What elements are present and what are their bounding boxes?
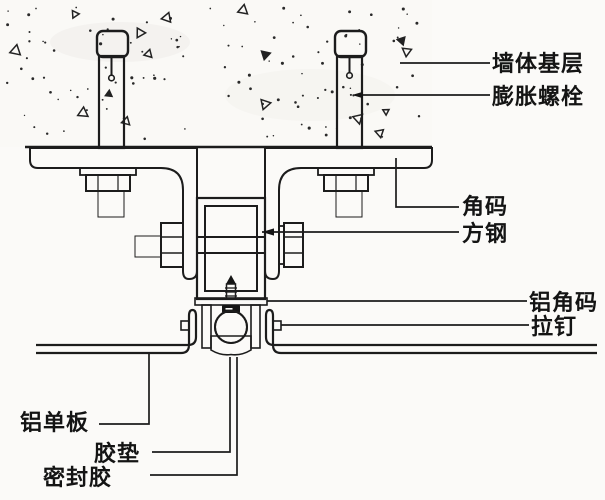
concrete-wall (0, 0, 432, 149)
aluminum-angle-assembly (194, 297, 268, 349)
leader-aluminum-panel (99, 354, 150, 425)
bolt-nut (85, 174, 131, 192)
aluminum-panel-left (36, 308, 198, 355)
screw-head-slot (225, 308, 233, 310)
screw-tip (226, 275, 236, 284)
bolt-washer (79, 167, 137, 176)
bolt-pin-eye (345, 71, 354, 80)
angle-bracket-right (264, 147, 433, 281)
bolt-washer (317, 167, 375, 176)
rivet-left (180, 320, 190, 331)
wall-shade (225, 69, 395, 121)
backer-rod-hatch (214, 310, 248, 344)
label-aluminum-panel: 铝单板 (20, 410, 89, 436)
label-rivet: 拉钉 (531, 314, 577, 340)
bolt-head-right (283, 222, 304, 268)
bolt-threaded-end (335, 190, 363, 218)
wall-shade (50, 22, 190, 62)
label-angle-bracket: 角码 (462, 194, 508, 220)
tube-inner (204, 205, 258, 292)
self-tapping-screw (225, 275, 237, 300)
alu-angle-flange-right (250, 304, 261, 349)
leader-rubber-pad (152, 357, 231, 453)
arrow-expansion-bolt (352, 91, 363, 99)
bolt-head (95, 29, 130, 59)
concrete-stipple-texture (6, 3, 421, 141)
label-square-steel: 方钢 (462, 221, 508, 247)
angle-bracket-left (29, 147, 198, 281)
aluminum-panel-right (264, 308, 597, 355)
leader-angle-bracket (395, 158, 459, 208)
label-sealant: 密封胶 (43, 465, 112, 491)
leader-sealant (150, 357, 238, 476)
label-expansion-bolt: 膨胀螺栓 (491, 85, 584, 110)
bolt-pin-eye (107, 74, 116, 82)
bolt-nut-left (160, 222, 184, 268)
alu-angle-flange-left (201, 304, 212, 349)
leader-lines (99, 62, 529, 476)
label-aluminum-angle: 铝角码 (529, 290, 598, 316)
backer-rod (214, 310, 248, 344)
bolt-head (333, 29, 368, 59)
labels: 墙体基层 膨胀螺栓 角码 方钢 铝角码 拉钉 铝单板 胶垫 密封胶 (20, 52, 598, 491)
wall-area (0, 0, 432, 147)
label-wall-base: 墙体基层 (492, 52, 584, 77)
arrow-square-steel (262, 228, 274, 236)
sealant-bead (210, 335, 252, 356)
label-rubber-pad: 胶垫 (94, 441, 140, 467)
rivet-right (272, 320, 282, 331)
bolt-nut (323, 174, 369, 192)
bolt-threaded-end (97, 190, 125, 218)
through-bolt (134, 222, 304, 268)
bolt-threaded-end (134, 235, 162, 258)
